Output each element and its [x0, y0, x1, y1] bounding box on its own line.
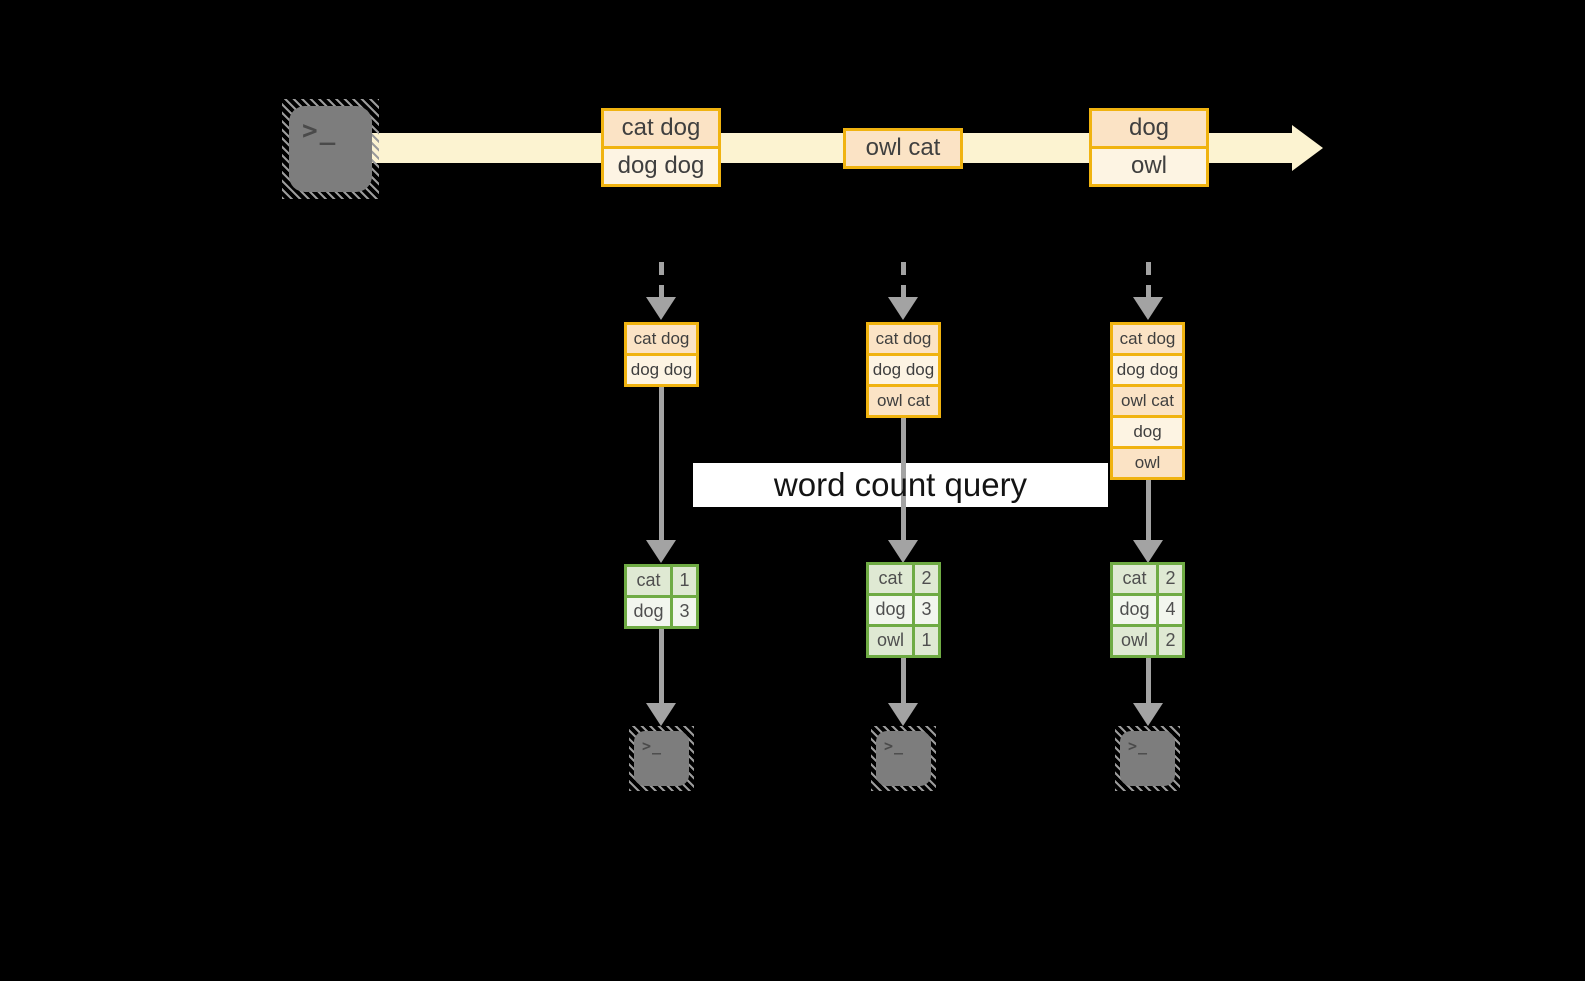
word-cell: dog: [1113, 596, 1159, 624]
query-arrow: [659, 387, 664, 542]
terminal-screen: >_: [634, 731, 689, 786]
word-cell: cat: [1113, 565, 1159, 593]
count-cell: 3: [921, 599, 932, 619]
count-cell: 1: [679, 570, 690, 590]
stack-row: dog dog: [1113, 353, 1182, 384]
result-table: cat 2 dog 4 owl 2: [1110, 562, 1185, 658]
count-cell: 2: [1165, 568, 1176, 588]
word-cell: owl: [869, 627, 915, 655]
stream-batch: cat dog dog dog: [601, 108, 721, 187]
terminal-screen: >_: [1120, 731, 1175, 786]
ingest-arrowhead-icon: [888, 297, 918, 320]
count-cell: 3: [679, 601, 690, 621]
sink-arrow: [1146, 658, 1151, 705]
sink-arrowhead-icon: [646, 703, 676, 726]
stack-row: cat dog: [1113, 325, 1182, 353]
word-count-query-label: word count query: [773, 466, 1028, 503]
stream-batch: dog owl: [1089, 108, 1209, 187]
count-cell: 2: [1165, 630, 1176, 650]
ingest-dashed-arrow: [659, 262, 664, 299]
ingest-dashed-arrow: [1146, 262, 1151, 299]
stream-record: dog: [1092, 111, 1206, 146]
query-label-backdrop: [693, 463, 1108, 507]
table-row: owl 1: [869, 624, 938, 655]
count-cell: 4: [1165, 599, 1176, 619]
table-row: dog 4: [1113, 593, 1182, 624]
stack-row: cat dog: [627, 325, 696, 353]
record-stack: cat dog dog dog owl cat: [866, 322, 941, 418]
sink-arrowhead-icon: [888, 703, 918, 726]
stack-row: owl cat: [869, 384, 938, 415]
terminal-prompt-icon: >_: [302, 116, 338, 146]
table-row: cat 1: [627, 567, 696, 595]
query-arrow: [901, 418, 906, 542]
result-table: cat 1 dog 3: [624, 564, 699, 629]
terminal-prompt-icon: >_: [1128, 737, 1149, 755]
terminal-screen: >_: [876, 731, 931, 786]
sink-arrow: [901, 658, 906, 705]
word-cell: dog: [627, 598, 673, 626]
stack-row: dog: [1113, 415, 1182, 446]
count-cell: 2: [921, 568, 932, 588]
source-terminal-icon: >_: [282, 99, 379, 199]
result-table: cat 2 dog 3 owl 1: [866, 562, 941, 658]
word-cell: cat: [627, 567, 673, 595]
stack-row: dog dog: [627, 353, 696, 384]
terminal-prompt-icon: >_: [884, 737, 905, 755]
stream-batch: owl cat: [843, 128, 963, 169]
sink-arrowhead-icon: [1133, 703, 1163, 726]
table-row: owl 2: [1113, 624, 1182, 655]
query-arrowhead-icon: [1133, 540, 1163, 563]
terminal-screen: >_: [289, 106, 372, 192]
table-row: cat 2: [1113, 565, 1182, 593]
stream-record: owl cat: [846, 131, 960, 166]
stream-record: cat dog: [604, 111, 718, 146]
record-stack: cat dog dog dog owl cat dog owl: [1110, 322, 1185, 480]
sink-terminal-icon: >_: [871, 726, 936, 791]
query-arrowhead-icon: [888, 540, 918, 563]
stream-arrowhead-icon: [1292, 125, 1323, 171]
ingest-dashed-arrow: [901, 262, 906, 299]
count-cell: 1: [921, 630, 932, 650]
word-cell: dog: [869, 596, 915, 624]
sink-terminal-icon: >_: [1115, 726, 1180, 791]
table-row: dog 3: [627, 595, 696, 626]
stack-row: cat dog: [869, 325, 938, 353]
stack-row: owl cat: [1113, 384, 1182, 415]
word-cell: cat: [869, 565, 915, 593]
sink-terminal-icon: >_: [629, 726, 694, 791]
ingest-arrowhead-icon: [646, 297, 676, 320]
terminal-prompt-icon: >_: [642, 737, 663, 755]
stack-row: owl: [1113, 446, 1182, 477]
table-row: cat 2: [869, 565, 938, 593]
stream-record: owl: [1092, 146, 1206, 184]
stream-record: dog dog: [604, 146, 718, 184]
table-row: dog 3: [869, 593, 938, 624]
record-stack: cat dog dog dog: [624, 322, 699, 387]
word-cell: owl: [1113, 627, 1159, 655]
query-arrowhead-icon: [646, 540, 676, 563]
stack-row: dog dog: [869, 353, 938, 384]
sink-arrow: [659, 629, 664, 705]
ingest-arrowhead-icon: [1133, 297, 1163, 320]
query-arrow: [1146, 480, 1151, 542]
